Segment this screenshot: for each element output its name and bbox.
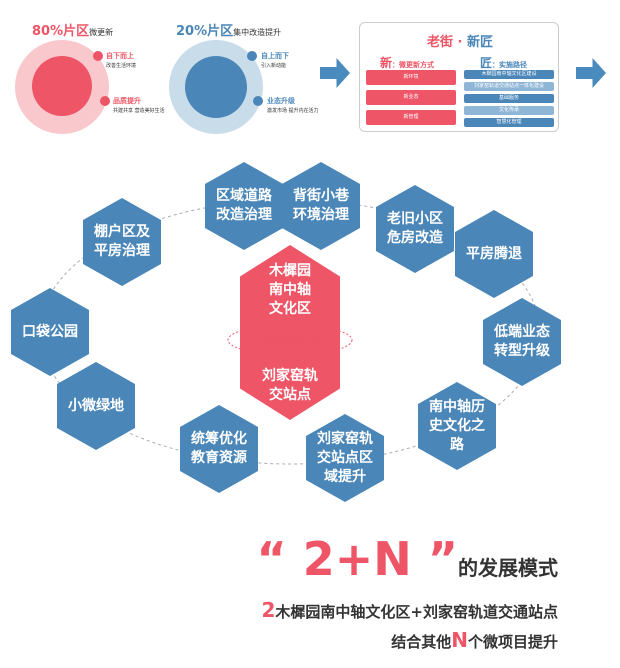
right-item: 文化传承 [464,106,554,115]
model-suffix: 的发展模式 [458,556,558,580]
left-head-sub: ：微更新方式 [392,61,435,69]
left-item: 新环境 [366,70,456,85]
left-head: 新 [380,56,393,70]
mid-point1: 自上而下 [261,52,289,60]
center-hexagon [240,245,340,420]
num-2: 2 [261,598,276,622]
dot-icon [100,96,110,106]
mid-pct: 20%片区 [176,24,234,39]
hex-road-renovation: 区域道路 改造治理 [205,162,283,250]
line2-text: 个微项目提升 [467,633,558,651]
inner-circle-red [32,56,92,116]
right-item: 木樨园南中轴文化区建设 [464,70,554,79]
left-heading: 新：微更新方式 [380,52,434,71]
dot-icon [247,51,257,61]
mid-sub: 集中改造提升 [233,28,282,37]
right-head: 匠 [480,56,493,70]
hex-shantytown: 棚户区及 平房治理 [83,198,161,286]
mid-panel-title: 20%片区集中改造提升 [176,20,281,39]
model-title: “ 2+N ”的发展模式 [256,532,558,586]
left-item: 新业态 [366,90,456,105]
hex-alley-environment: 背街小巷 环境治理 [282,162,360,250]
right-item: 智慧化管理 [464,118,554,127]
left-point1-sub: 改善生活环境 [106,63,137,69]
left-point2-sub: 共建共享 营造美好生活 [113,108,165,114]
left-pct: 80%片区 [32,24,90,39]
mid-point1-sub: 引入新动能 [261,63,287,69]
title-b: 新匠 [467,35,494,50]
dashed-oval [227,324,353,356]
num-n: N [451,628,468,652]
right-head-sub: ：实施路径 [492,61,528,69]
mid-point2-sub: 激发市场 提升内在活力 [267,108,319,114]
model-big: “ 2+N ” [256,532,458,586]
title-a: 老街 [426,35,453,50]
center-slogan: “以匠之心” [255,335,325,350]
right-item: 基础服务 [464,94,554,103]
right-item: 刘家窑轨道交通站点一体化建设 [464,82,554,91]
title-dot: · [457,35,463,50]
left-point2: 品质提升 [113,97,141,105]
footer-line1: 2木樨园南中轴文化区+刘家窑轨道交通站点 [262,598,559,622]
left-panel-title: 80%片区微更新 [32,20,113,39]
footer-line2: 结合其他N个微项目提升 [391,628,558,652]
center-bottom-text: 刘家窑轨 交站点 [262,368,318,403]
line2-pre: 结合其他 [391,633,452,651]
dot-icon [93,51,103,61]
line1-text: 木樨园南中轴文化区+刘家窑轨道交通站点 [275,603,558,621]
inner-circle-blue [185,56,247,118]
left-point1: 自下而上 [106,52,134,60]
old-street-new-craft-box: 老街 · 新匠 新：微更新方式 匠：实施路径 新环境 新业态 新管理 木樨园南中… [359,22,559,132]
dot-icon [253,96,263,106]
box-title: 老街 · 新匠 [360,31,560,50]
center-top-text: 木樨园 南中轴 文化区 [269,263,311,317]
left-sub: 微更新 [89,28,114,37]
right-heading: 匠：实施路径 [480,52,527,71]
mid-point2: 业态升级 [267,97,295,105]
left-item: 新管理 [366,110,456,125]
